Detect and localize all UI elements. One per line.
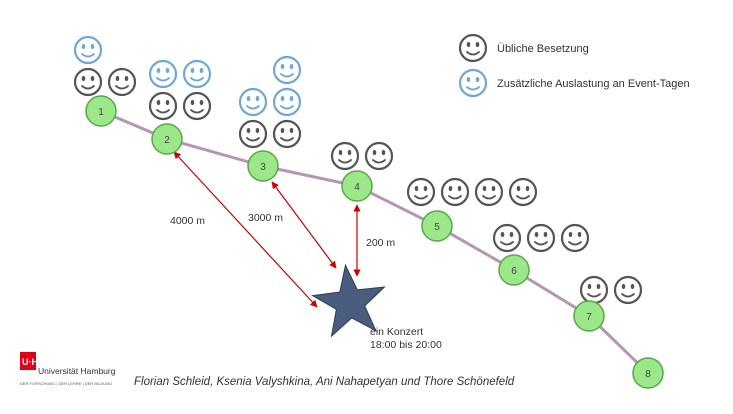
regular-face-icon — [272, 119, 302, 149]
event-name: ein Konzert — [370, 326, 423, 338]
stations: 1 2 3 4 5 6 7 8 — [85, 95, 664, 389]
station-label: 5 — [434, 222, 440, 233]
station-5: 5 — [421, 210, 453, 242]
authors-footer: Florian Schleid, Ksenia Valyshkina, Ani … — [134, 376, 515, 388]
logo-tagline: DER FORSCHUNG | DER LEHRE | DER BILDUNG — [20, 381, 112, 386]
distance-label: 200 m — [366, 237, 395, 249]
regular-face-icon — [440, 177, 470, 207]
station-label: 8 — [645, 369, 651, 380]
station-label: 1 — [98, 107, 104, 118]
legend-regular-face-icon — [458, 33, 488, 63]
regular-face-icon — [148, 91, 178, 121]
station-label: 6 — [511, 266, 517, 277]
regular-face-icon — [613, 275, 643, 305]
svg-text:U·H: U·H — [22, 357, 38, 367]
logo-name: Universität Hamburg — [38, 366, 116, 376]
regular-face-icon — [458, 33, 488, 63]
logo-mark-icon — [20, 352, 36, 370]
extra-face-icon — [148, 59, 178, 89]
regular-face-icon — [406, 177, 436, 207]
distance-label: 4000 m — [170, 215, 205, 227]
regular-face-icon — [526, 223, 556, 253]
station-3: 3 — [247, 150, 279, 182]
station-label: 3 — [260, 162, 266, 173]
regular-face-icon — [492, 223, 522, 253]
star-icon — [311, 263, 386, 338]
station-label: 7 — [586, 312, 592, 323]
extra-face-icon — [238, 87, 268, 117]
regular-face-icon — [182, 91, 212, 121]
occupancy-faces — [73, 35, 643, 305]
station-label: 4 — [354, 182, 360, 193]
distance-arrow-3: 3000 m — [248, 181, 337, 269]
station-6: 6 — [498, 254, 530, 286]
regular-face-icon — [579, 275, 609, 305]
extra-face-icon — [272, 87, 302, 117]
regular-face-icon — [107, 67, 137, 97]
legend-extra-label: Zusätzliche Auslastung an Event-Tagen — [497, 78, 690, 90]
station-8: 8 — [632, 357, 664, 389]
distance-label: 3000 m — [248, 212, 283, 224]
university-logo: U·H Universität Hamburg DER FORSCHUNG | … — [20, 352, 116, 386]
legend-regular-label: Übliche Besetzung — [497, 43, 589, 55]
event-time: 18:00 bis 20:00 — [370, 339, 442, 351]
regular-face-icon — [73, 67, 103, 97]
distance-arrow-4: 200 m — [353, 204, 395, 277]
extra-face-icon — [272, 55, 302, 85]
regular-face-icon — [474, 177, 504, 207]
station-label: 2 — [164, 135, 170, 146]
station-2: 2 — [151, 123, 183, 155]
legend: Übliche Besetzung Zusätzliche Auslastung… — [458, 33, 690, 98]
regular-face-icon — [560, 223, 590, 253]
extra-face-icon — [458, 68, 488, 98]
distance-arrow-2: 4000 m — [170, 151, 318, 308]
regular-face-icon — [238, 119, 268, 149]
distance-arrows: 4000 m 3000 m 200 m — [170, 151, 395, 308]
station-7: 7 — [573, 300, 605, 332]
legend-extra-face-icon — [458, 68, 488, 98]
extra-face-icon — [182, 59, 212, 89]
regular-face-icon — [330, 141, 360, 171]
station-4: 4 — [341, 170, 373, 202]
extra-face-icon — [73, 35, 103, 65]
regular-face-icon — [364, 141, 394, 171]
regular-face-icon — [508, 177, 538, 207]
station-1: 1 — [85, 95, 117, 127]
